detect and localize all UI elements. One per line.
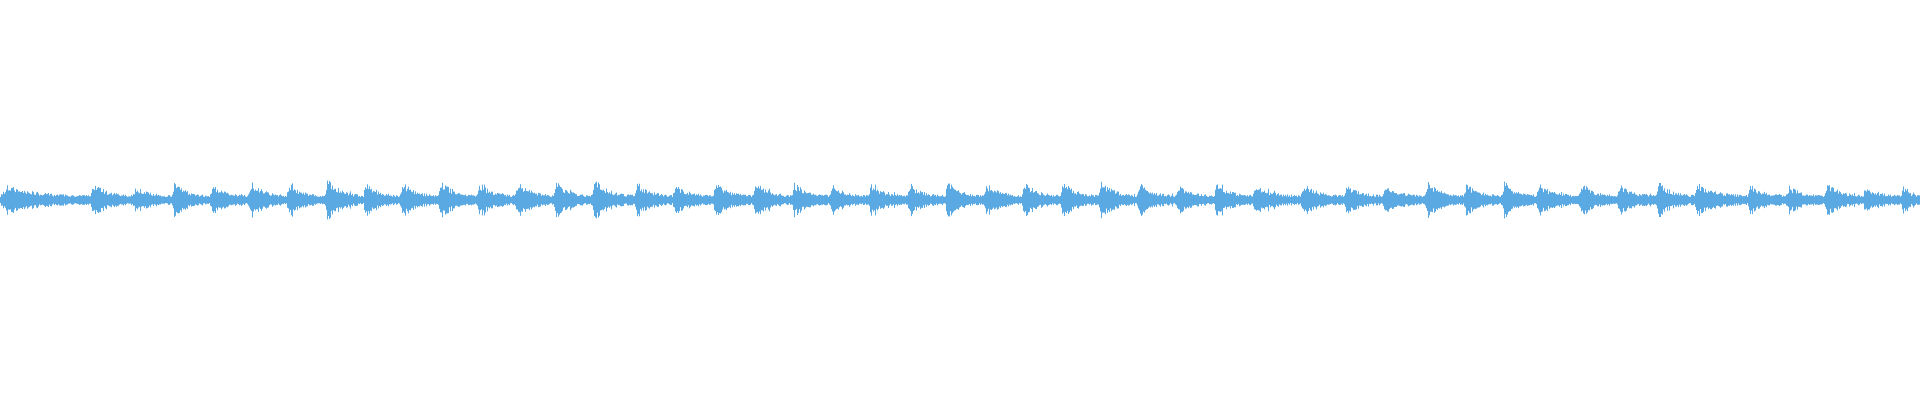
waveform-bars — [0, 180, 1920, 220]
waveform-core — [0, 197, 1920, 203]
